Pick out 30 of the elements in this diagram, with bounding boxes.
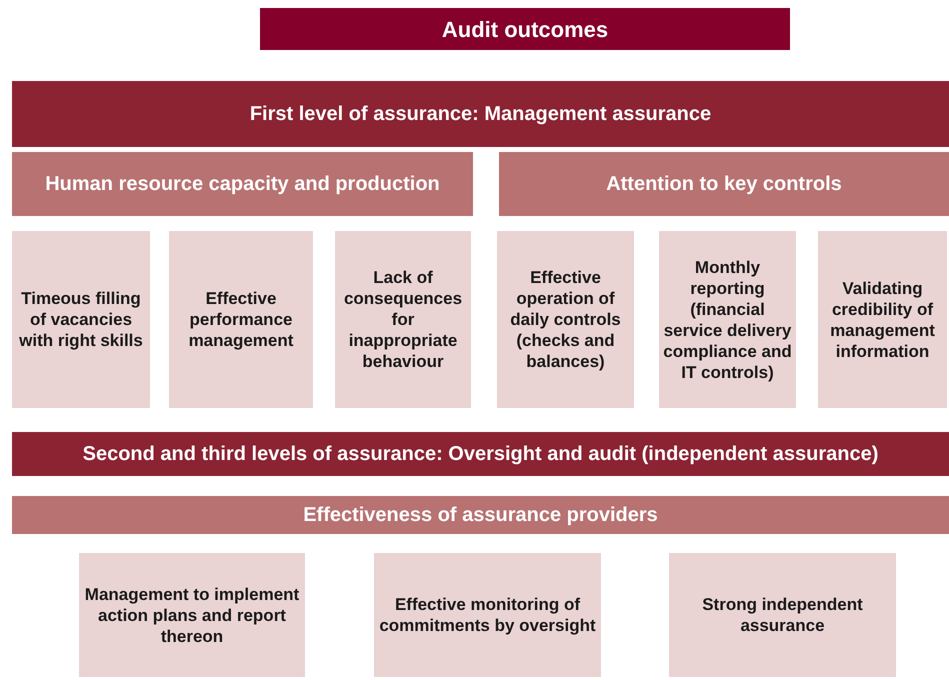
- item-text: Validating credibility of management information: [829, 278, 936, 362]
- header-label: Attention to key controls: [606, 172, 842, 197]
- band-label: Second and third levels of assurance: Oversight and audit (independent assurance): [82, 442, 878, 467]
- header-label: Effectiveness of assurance providers: [303, 503, 658, 528]
- item-card: [335, 231, 471, 408]
- item-text: Timeous filling of vacancies with right skills: [18, 288, 144, 351]
- item-text: Monthly reporting (financial service delivery compliance and IT controls): [663, 256, 792, 382]
- band-label: First level of assurance: Management assurance: [250, 102, 712, 127]
- category-header: [12, 496, 949, 534]
- item-card: [12, 231, 150, 408]
- item-card: [818, 231, 947, 408]
- item-text: Management to implement action plans and report thereon: [84, 584, 300, 646]
- item-card: [659, 231, 796, 408]
- item-card: [374, 553, 601, 677]
- item-text: Lack of consequences for inappropriate behaviour: [342, 267, 464, 372]
- level-band: [12, 432, 949, 476]
- item-text: Effective performance management: [188, 288, 294, 351]
- level-band: [12, 81, 949, 147]
- category-header: [12, 152, 473, 216]
- title-text: Audit outcomes: [442, 16, 608, 44]
- category-header: [499, 152, 949, 216]
- header-label: Human resource capacity and production: [45, 172, 440, 197]
- item-text: Effective monitoring of commitments by oversight: [378, 594, 597, 636]
- title-banner: [260, 8, 790, 50]
- item-text: Strong independent assurance: [701, 594, 864, 636]
- item-card: [669, 553, 896, 677]
- item-text: Effective operation of daily controls (checks and balances): [509, 267, 622, 372]
- item-card: [79, 553, 305, 677]
- item-card: [169, 231, 313, 408]
- item-card: [497, 231, 634, 408]
